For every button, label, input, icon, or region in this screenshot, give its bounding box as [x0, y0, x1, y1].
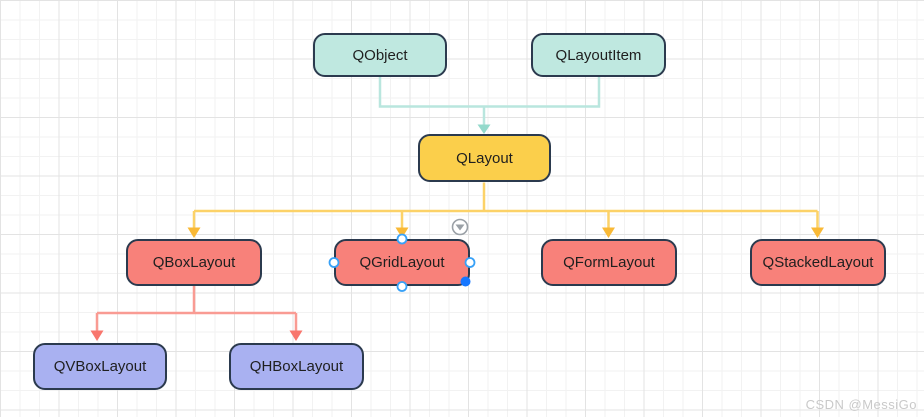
node-qlayoutitem-label: QLayoutItem — [555, 46, 642, 64]
node-qgridlayout-label: QGridLayout — [359, 254, 445, 271]
node-qlayout-label: QLayout — [456, 149, 513, 167]
node-qvboxlayout-label: QVBoxLayout — [53, 358, 147, 375]
watermark: CSDN @MessiGo — [805, 397, 917, 412]
node-qobject[interactable]: QObject — [313, 33, 447, 77]
node-qobject-label: QObject — [352, 46, 408, 64]
node-qhboxlayout-label: QHBoxLayout — [249, 358, 344, 375]
node-qstackedlayout[interactable]: QStackedLayout — [750, 239, 886, 286]
node-qvboxlayout[interactable]: QVBoxLayout — [33, 343, 167, 390]
node-qformlayout-label: QFormLayout — [563, 254, 655, 271]
node-qhboxlayout[interactable]: QHBoxLayout — [229, 343, 364, 390]
node-qformlayout[interactable]: QFormLayout — [541, 239, 677, 286]
node-qlayoutitem[interactable]: QLayoutItem — [531, 33, 666, 77]
node-qgridlayout-selected[interactable]: QGridLayout — [334, 239, 470, 286]
node-qboxlayout[interactable]: QBoxLayout — [126, 239, 262, 286]
node-qlayout[interactable]: QLayout — [418, 134, 551, 182]
node-qstackedlayout-label: QStackedLayout — [762, 254, 874, 271]
node-qboxlayout-label: QBoxLayout — [152, 254, 236, 271]
